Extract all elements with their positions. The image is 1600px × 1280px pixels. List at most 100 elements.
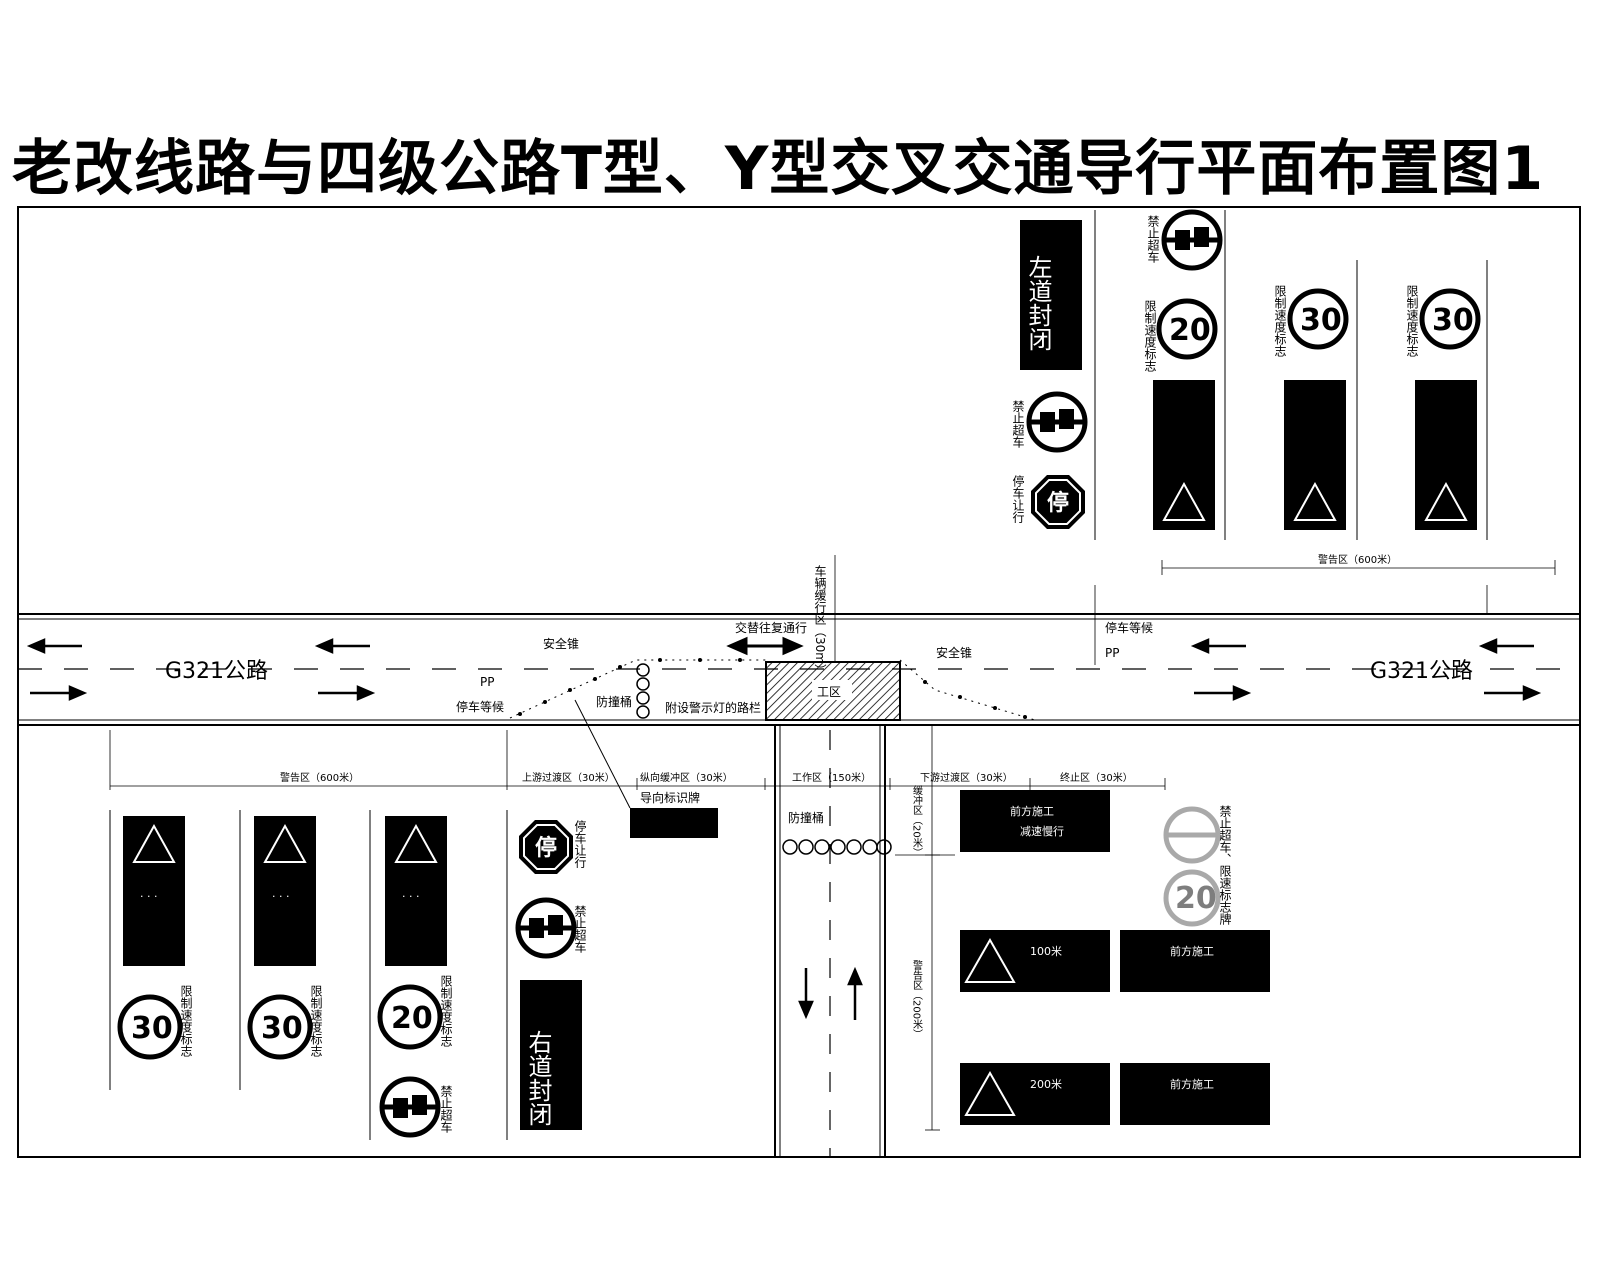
svg-text:20: 20 xyxy=(1175,881,1217,916)
no-overtaking-sign-icon xyxy=(379,1076,441,1138)
no-overtaking-sign-icon xyxy=(1163,806,1221,864)
speed-limit-sign-icon: 30 xyxy=(1419,288,1481,350)
svg-text:前方施工: 前方施工 xyxy=(1170,944,1214,958)
warning-board: · · · xyxy=(254,816,316,966)
info-board: 前方施工 xyxy=(1120,930,1270,992)
svg-text:20: 20 xyxy=(1169,313,1211,348)
svg-text:左道封闭: 左道封闭 xyxy=(1024,255,1052,351)
safety-cone-label-left: 安全锥 xyxy=(543,636,579,651)
road-closed-board: 左道封闭 xyxy=(1020,220,1082,370)
zone-buffer: 纵向缓冲区（30米） xyxy=(640,771,733,784)
no-overtaking-sign-icon xyxy=(1026,391,1088,453)
branch-dimension-line xyxy=(895,725,955,1131)
safety-cone-label-right: 安全锥 xyxy=(936,645,972,660)
crash-barrel-label: 防撞桶 xyxy=(596,694,632,709)
zone-branch-warning: 警告区（200米） xyxy=(911,959,923,1039)
no-overtaking-label: 禁止超车 xyxy=(573,905,587,954)
no-overtaking-label: 禁止超车 xyxy=(1146,215,1160,264)
svg-text:· · ·: · · · xyxy=(272,890,289,903)
warning-distance-board: 200米 xyxy=(960,1063,1110,1125)
road-name-left: G321公路 xyxy=(165,659,268,684)
svg-text:100米: 100米 xyxy=(1030,945,1062,958)
work-zone-label: 工区 xyxy=(817,685,841,699)
speed-limit-label: 限制速度标志 xyxy=(1273,285,1287,357)
svg-text:停: 停 xyxy=(1047,490,1069,516)
warning-distance-board: 100米 xyxy=(960,930,1110,992)
speed-limit-sign-icon: 30 xyxy=(247,994,313,1060)
warning-board xyxy=(1153,380,1215,530)
crash-barrel-label-branch: 防撞桶 xyxy=(788,810,824,825)
svg-text:20: 20 xyxy=(391,1001,433,1036)
arrow-icon xyxy=(26,638,1542,701)
stop-yield-label: 停车让行 xyxy=(1011,474,1025,523)
safety-cone-line xyxy=(509,659,1036,721)
top-dimension-line xyxy=(1094,560,1556,665)
crash-barrel-icon xyxy=(782,839,892,855)
safety-cone-dots xyxy=(518,658,1027,719)
zone-upstream-transition: 上游过渡区（30米） xyxy=(522,771,615,784)
svg-text:前方施工: 前方施工 xyxy=(1170,1077,1214,1091)
svg-text:停: 停 xyxy=(535,835,557,861)
speed-limit-sign-icon: 20 xyxy=(1163,869,1221,927)
svg-text:30: 30 xyxy=(261,1011,303,1046)
zone-warning: 警告区（600米） xyxy=(280,771,359,784)
no-overtaking-sign-icon xyxy=(1161,209,1223,271)
warning-board xyxy=(1284,380,1346,530)
arrow-icon xyxy=(798,966,863,1020)
svg-text:30: 30 xyxy=(131,1011,173,1046)
speed-limit-sign-icon: 30 xyxy=(117,994,183,1060)
main-road xyxy=(18,613,1580,726)
svg-text:30: 30 xyxy=(1300,303,1342,338)
no-overtaking-label: 禁止超车 xyxy=(439,1085,453,1134)
work-ahead-board: 前方施工 减速慢行 xyxy=(960,790,1110,852)
speed-limit-sign-icon: 20 xyxy=(377,984,443,1050)
speed-limit-label: 限制速度标志 xyxy=(1143,300,1157,372)
zone-downstream-transition: 下游过渡区（30米） xyxy=(920,771,1013,784)
svg-text:· · ·: · · · xyxy=(402,890,419,903)
vertical-dimension-label: 车辆缓行区（30m） xyxy=(813,564,827,676)
speed-limit-label: 限制速度标志 xyxy=(179,985,193,1057)
pp-mark-right: PP xyxy=(1105,646,1119,660)
svg-text:30: 30 xyxy=(1432,303,1474,338)
drawing-frame xyxy=(17,206,1581,1158)
speed-limit-label: 限制速度标志 xyxy=(439,975,453,1047)
page-title: 老改线路与四级公路T型、Y型交叉交通导行平面布置图1 xyxy=(12,134,1545,204)
stop-wait-label-right: 停车等候 xyxy=(1105,620,1153,635)
speed-limit-label: 限制速度标志 xyxy=(309,985,323,1057)
svg-text:200米: 200米 xyxy=(1030,1078,1062,1091)
svg-text:右道封闭: 右道封闭 xyxy=(524,1030,552,1126)
zone-branch-buffer: 缓冲区（20米） xyxy=(911,784,923,858)
zone-top-warning: 警告区（600米） xyxy=(1318,553,1397,566)
zone-work: 工作区（150米） xyxy=(792,771,871,784)
stop-sign-icon: 停 xyxy=(519,820,573,874)
sign-post xyxy=(109,210,1488,1140)
double-arrow-icon xyxy=(726,636,804,656)
no-overtaking-sign-icon xyxy=(515,897,577,959)
stop-sign-icon: 停 xyxy=(1031,475,1085,529)
barrier-label: 附设警示灯的路栏 xyxy=(665,700,761,715)
no-overtaking-label: 禁止超车 xyxy=(1011,400,1025,449)
svg-text:前方施工: 前方施工 xyxy=(1010,804,1054,818)
road-name-right: G321公路 xyxy=(1370,659,1473,684)
speed-limit-sign-icon: 30 xyxy=(1287,288,1349,350)
stop-wait-label-left: 停车等候 xyxy=(456,699,504,714)
speed-limit-label: 限制速度标志 xyxy=(1405,285,1419,357)
zone-termination: 终止区（30米） xyxy=(1060,771,1133,784)
branch-road xyxy=(774,725,886,1157)
guide-sign-board xyxy=(630,808,718,838)
combo-limit-label: 禁止超车、限速标志牌 xyxy=(1218,805,1232,925)
svg-text:· · ·: · · · xyxy=(140,890,157,903)
warning-board: · · · xyxy=(385,816,447,966)
info-board: 前方施工 xyxy=(1120,1063,1270,1125)
svg-text:减速慢行: 减速慢行 xyxy=(1020,825,1064,838)
stop-yield-label: 停车让行 xyxy=(573,819,587,868)
guide-sign-label: 导向标识牌 xyxy=(640,790,700,805)
pp-mark-left: PP xyxy=(480,675,494,689)
warning-board xyxy=(1415,380,1477,530)
crash-barrel-icon xyxy=(636,663,650,719)
road-closed-board: 右道封闭 xyxy=(520,980,582,1130)
warning-board: · · · xyxy=(123,816,185,966)
speed-limit-sign-icon: 20 xyxy=(1156,298,1218,360)
zone-dimension-line xyxy=(109,730,1166,790)
